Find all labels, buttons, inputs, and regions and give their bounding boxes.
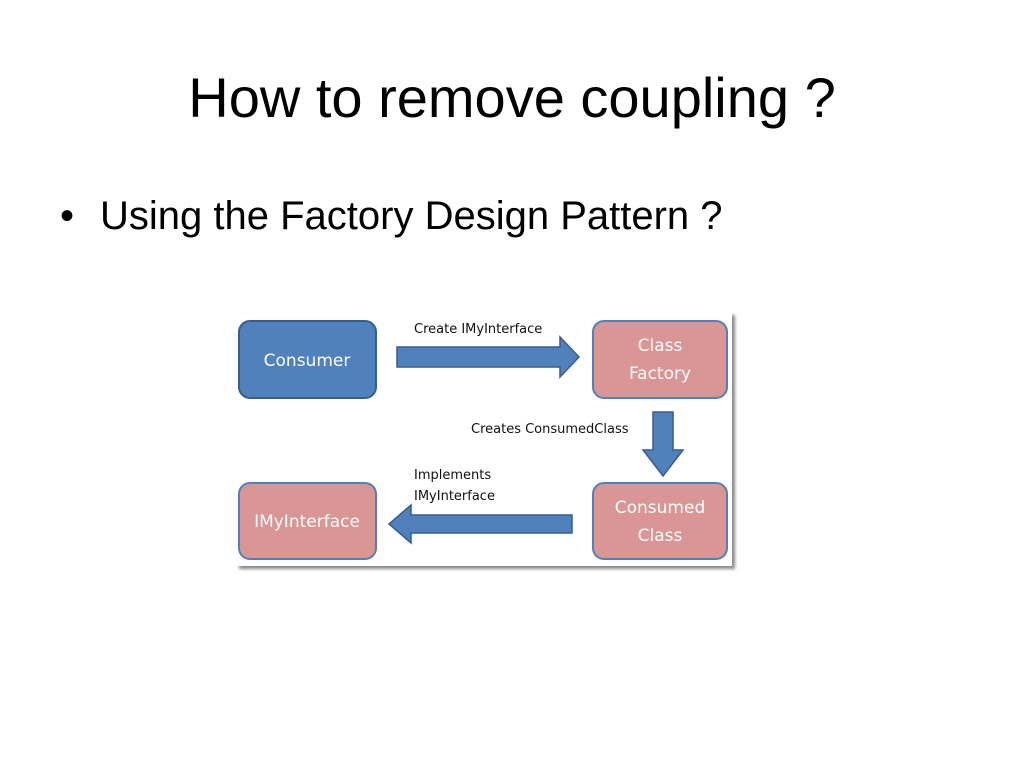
bullet-item: • Using the Factory Design Pattern ? [60, 188, 723, 244]
bullet-text: Using the Factory Design Pattern ? [100, 194, 723, 238]
implements-label-line1: Implements [414, 468, 491, 483]
consumed-class-node: Consumed Class [592, 482, 728, 560]
class-factory-node: Class Factory [592, 320, 728, 399]
class-factory-label-line1: Class [638, 336, 683, 356]
create-arrow-label: Create IMyInterface [414, 322, 542, 337]
implements-arrow [387, 503, 573, 545]
creates-arrow-label: Creates ConsumedClass [471, 422, 629, 437]
imyinterface-node: IMyInterface [238, 482, 377, 560]
diagram-canvas: Consumer Class Factory Consumed Class IM… [238, 320, 728, 560]
class-factory-label-line2: Factory [629, 364, 691, 384]
create-arrow [396, 335, 581, 379]
consumed-class-label-line1: Consumed [615, 498, 706, 518]
imyinterface-label: IMyInterface [254, 512, 360, 532]
bullet-marker: • [60, 194, 75, 238]
consumed-class-label-line2: Class [638, 526, 683, 546]
consumer-node: Consumer [238, 320, 377, 399]
factory-pattern-diagram: Consumer Class Factory Consumed Class IM… [236, 312, 732, 566]
slide-title: How to remove coupling ? [188, 66, 836, 129]
implements-label-line2: IMyInterface [414, 489, 495, 504]
creates-arrow [641, 411, 685, 478]
consumer-label: Consumer [264, 351, 351, 371]
